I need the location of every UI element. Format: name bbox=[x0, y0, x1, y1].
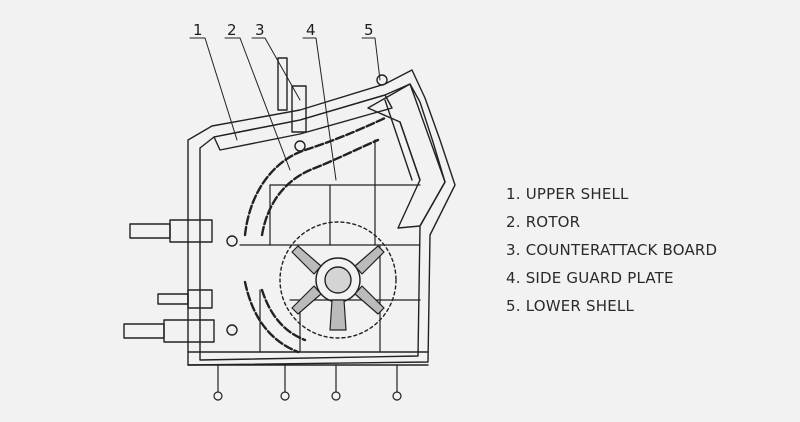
legend-item: 5. LOWER SHELL bbox=[506, 292, 717, 320]
legend-item: 4. SIDE GUARD PLATE bbox=[506, 264, 717, 292]
legend-number: 5. bbox=[506, 297, 521, 315]
legend-item: 1. UPPER SHELL bbox=[506, 180, 717, 208]
callout-3: 3 bbox=[255, 21, 265, 39]
legend-number: 1. bbox=[506, 185, 521, 203]
hanger-rod bbox=[277, 57, 388, 152]
callout-4: 4 bbox=[306, 21, 316, 39]
adjustment-rod-upper bbox=[129, 219, 238, 247]
parts-legend: 1. UPPER SHELL 2. ROTOR 3. COUNTERATTACK… bbox=[506, 180, 717, 320]
rotor bbox=[279, 221, 397, 339]
legend-label: LOWER SHELL bbox=[525, 297, 635, 315]
legend-number: 4. bbox=[506, 269, 521, 287]
legend-label: ROTOR bbox=[525, 213, 581, 231]
bottom-hooks bbox=[213, 364, 402, 401]
legend-number: 3. bbox=[506, 241, 521, 259]
legend-label: COUNTERATTACK BOARD bbox=[525, 241, 718, 259]
frame-grid bbox=[239, 139, 421, 353]
counterattack-board-upper bbox=[243, 116, 387, 237]
legend-item: 3. COUNTERATTACK BOARD bbox=[506, 236, 717, 264]
callout-1: 1 bbox=[193, 21, 203, 39]
counterattack-board-lower bbox=[243, 280, 300, 354]
legend-label: SIDE GUARD PLATE bbox=[525, 269, 674, 287]
feed-chute bbox=[367, 83, 446, 229]
legend-label: UPPER SHELL bbox=[525, 185, 629, 203]
legend-item: 2. ROTOR bbox=[506, 208, 717, 236]
callout-2: 2 bbox=[227, 21, 237, 39]
callout-leaders bbox=[189, 37, 381, 181]
crusher-housing bbox=[187, 69, 456, 366]
housing-inner-wall bbox=[199, 83, 446, 361]
counterattack-board-upper-inner bbox=[260, 138, 380, 237]
adjustment-rod-lower bbox=[123, 319, 238, 343]
counterattack-board-lower-inner bbox=[260, 288, 307, 342]
impact-crusher-diagram bbox=[123, 37, 456, 401]
callout-5: 5 bbox=[364, 21, 374, 39]
upper-shell bbox=[213, 94, 393, 151]
legend-number: 2. bbox=[506, 213, 521, 231]
adjustment-rod-middle bbox=[157, 289, 213, 309]
